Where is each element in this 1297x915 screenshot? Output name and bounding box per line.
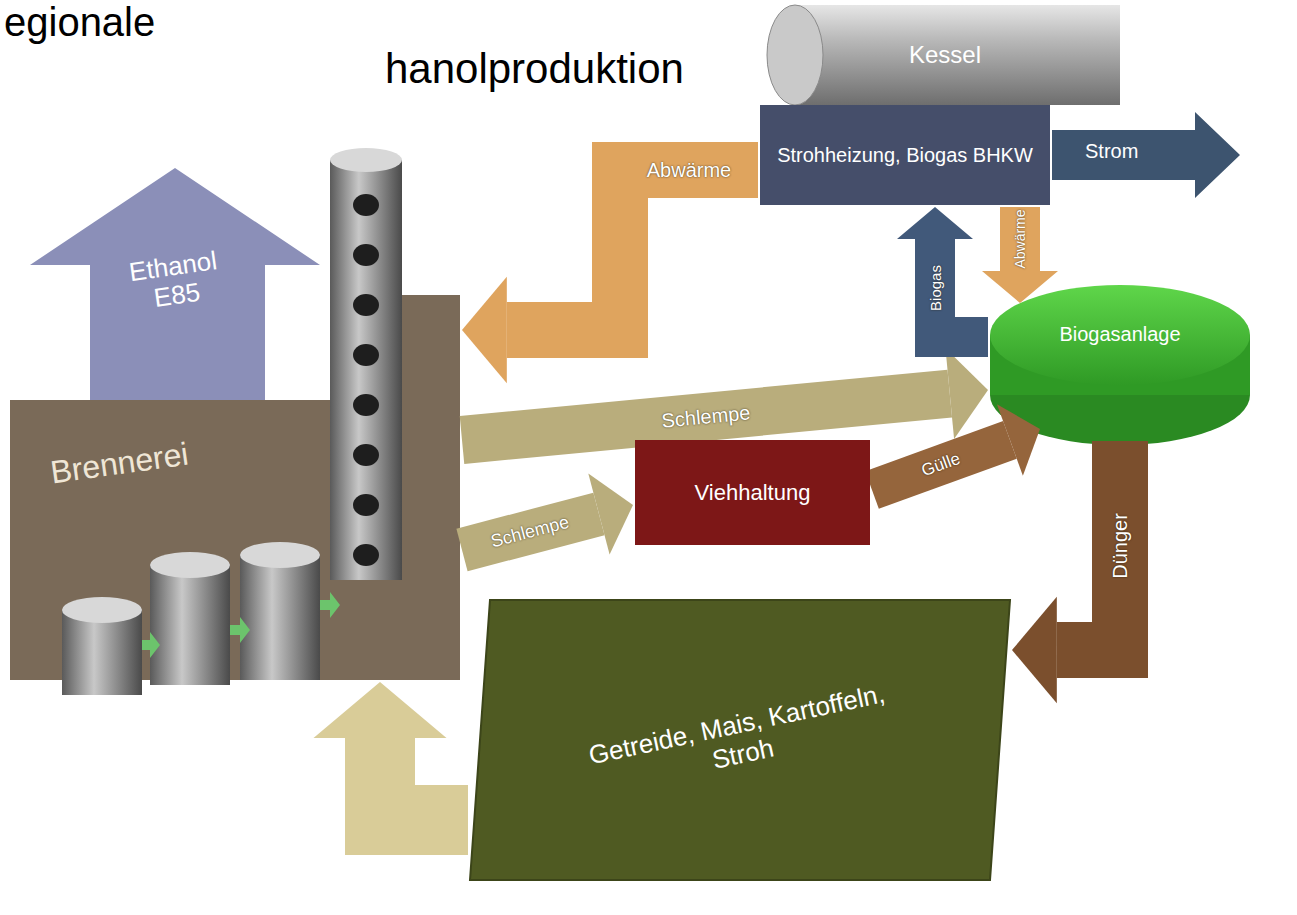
field-plate [470,600,1010,880]
distillation-column [330,148,402,580]
flow-arrow [897,207,988,337]
fermentation-tanks [62,542,340,695]
biogas-plant: Biogasanlage [990,285,1250,445]
flow-arrow [982,207,1058,303]
boiler-label-box: Kessel [770,5,1120,105]
chp-box: Strohheizung, Biogas BHKW [760,105,1050,205]
node-label: Kessel [909,41,981,69]
node-label: Brennerei [48,436,191,492]
flow-arrow [314,682,469,820]
livestock-box: Viehhaltung [635,440,870,545]
title-fragment: egionale [4,0,155,44]
flow-arrow [462,474,633,555]
node-label: Biogasanlage [1059,323,1180,346]
flow-arrow [872,404,1040,490]
biogas-cylinder [990,285,1250,445]
ethanol-arrow [30,168,320,400]
flow-label: Abwärme [1012,209,1028,268]
node-label: Viehhaltung [695,480,811,505]
node-label: Getreide, Mais, Kartoffeln, Stroh [558,673,923,806]
flow-label: Abwärme [647,159,731,182]
output-label: Strom [1085,140,1138,162]
node-label: Strohheizung, Biogas BHKW [777,144,1033,167]
flow-arrow [1012,441,1120,703]
field-node: Getreide, Mais, Kartoffeln, Stroh [470,600,1010,880]
flow-arrow [462,170,758,383]
flow-arrow [462,348,988,440]
boiler-cylinder [767,5,1120,105]
title-fragment: hanolproduktion [385,46,684,92]
flow-label: Biogas [927,265,944,311]
distillery-node: Brennerei [10,295,460,680]
flow-label: Dünger [1109,513,1132,579]
power-arrow [1052,112,1240,198]
